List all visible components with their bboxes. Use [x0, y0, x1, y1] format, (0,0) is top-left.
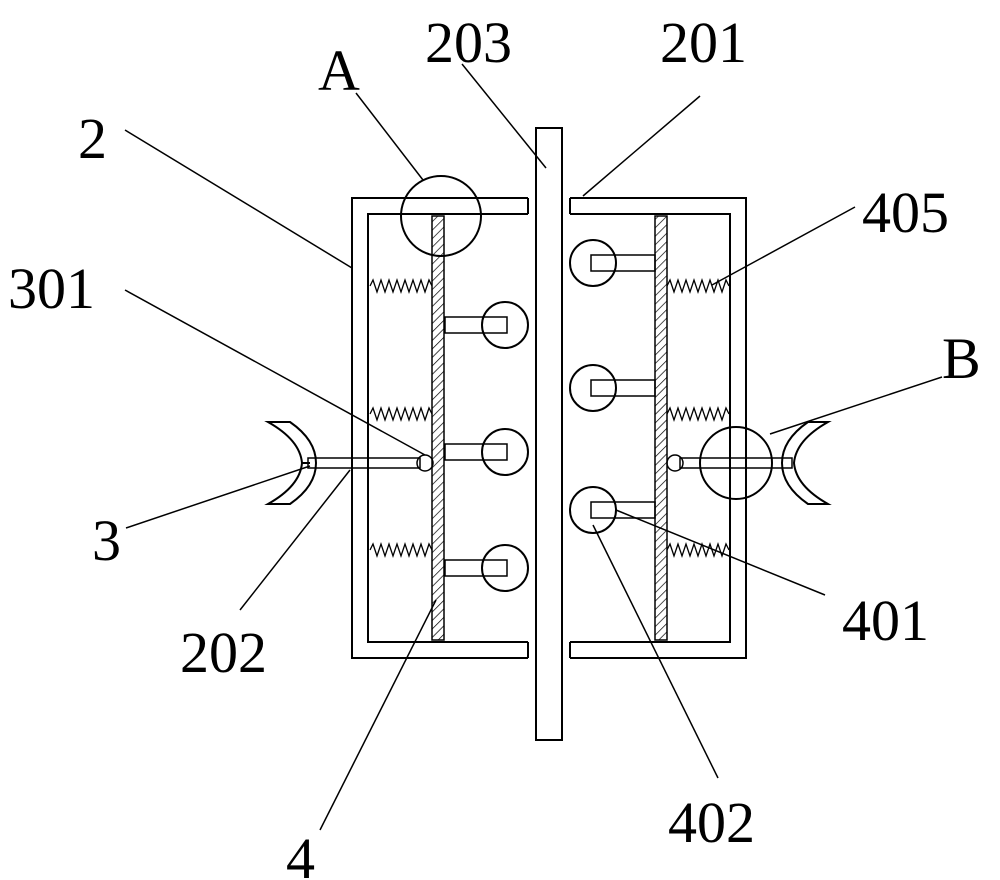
label-4: 4: [286, 826, 315, 880]
label-b: B: [942, 326, 981, 391]
label-3: 3: [92, 508, 121, 573]
label-203: 203: [425, 10, 512, 75]
left-rollers: [444, 301, 529, 592]
leader-lines: [124, 63, 943, 831]
left-rod-assembly: [264, 421, 434, 505]
labels: A 203 201 2 405 301 B 3 401 202 4 402: [8, 10, 981, 880]
label-401: 401: [842, 588, 929, 653]
right-rod-assembly: [666, 421, 832, 505]
label-201: 201: [660, 10, 747, 75]
label-301: 301: [8, 256, 95, 321]
left-housing: [351, 197, 529, 659]
right-rollers: [569, 239, 656, 534]
left-rack: [431, 215, 445, 641]
label-405: 405: [862, 180, 949, 245]
center-shaft: [535, 127, 563, 741]
detail-circle-b: [699, 426, 773, 500]
right-rack: [654, 215, 668, 641]
detail-circle-a: [400, 175, 482, 257]
label-202: 202: [180, 620, 267, 685]
label-a: A: [318, 38, 360, 103]
left-springs: [369, 277, 433, 559]
label-402: 402: [668, 790, 755, 855]
right-springs: [666, 277, 730, 559]
label-2: 2: [78, 106, 107, 171]
